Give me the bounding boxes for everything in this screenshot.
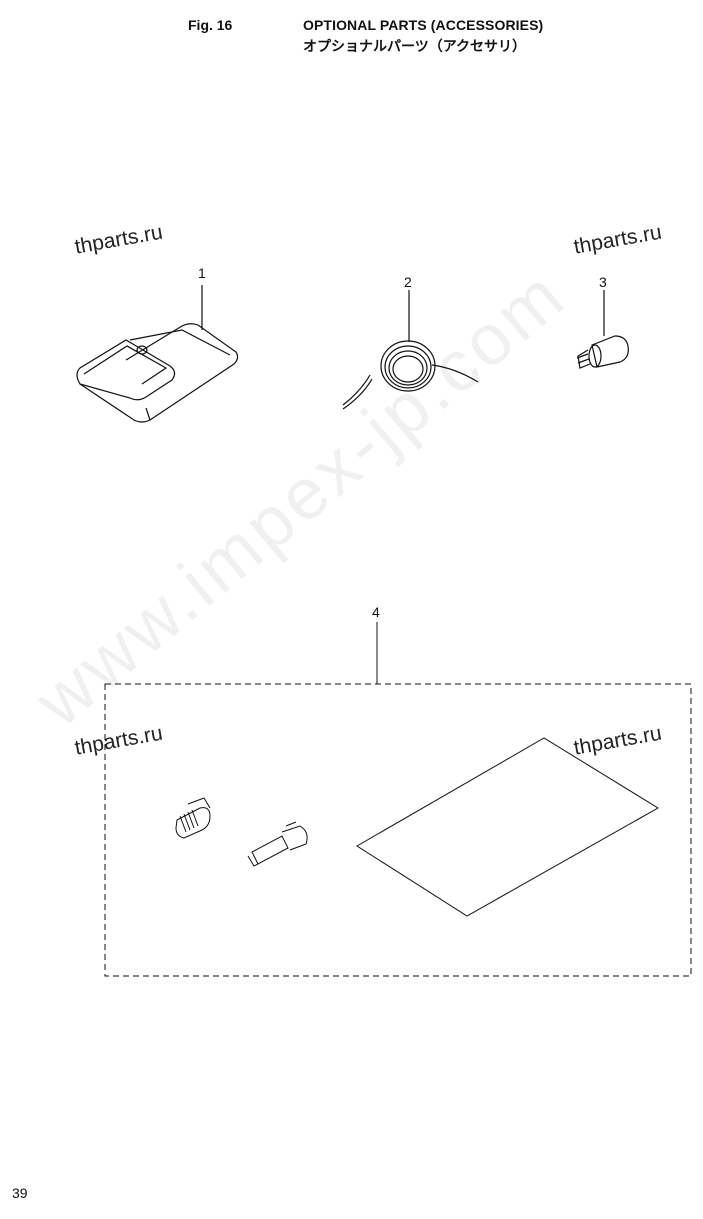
page-number: 39 bbox=[12, 1185, 28, 1201]
part-1-pouch bbox=[76, 285, 239, 423]
page-title: OPTIONAL PARTS (ACCESSORIES) bbox=[303, 17, 544, 33]
figure-label: Fig. 16 bbox=[188, 17, 233, 33]
page-title-japanese: オプショナルパーツ（アクセサリ） bbox=[303, 39, 527, 55]
callout-2: 2 bbox=[404, 274, 412, 290]
callout-1: 1 bbox=[198, 265, 206, 281]
part-3-fitting bbox=[576, 290, 629, 369]
part-4-kit bbox=[104, 622, 692, 977]
part-2-coil bbox=[342, 290, 479, 410]
callout-3: 3 bbox=[599, 274, 607, 290]
callout-4: 4 bbox=[372, 604, 380, 620]
